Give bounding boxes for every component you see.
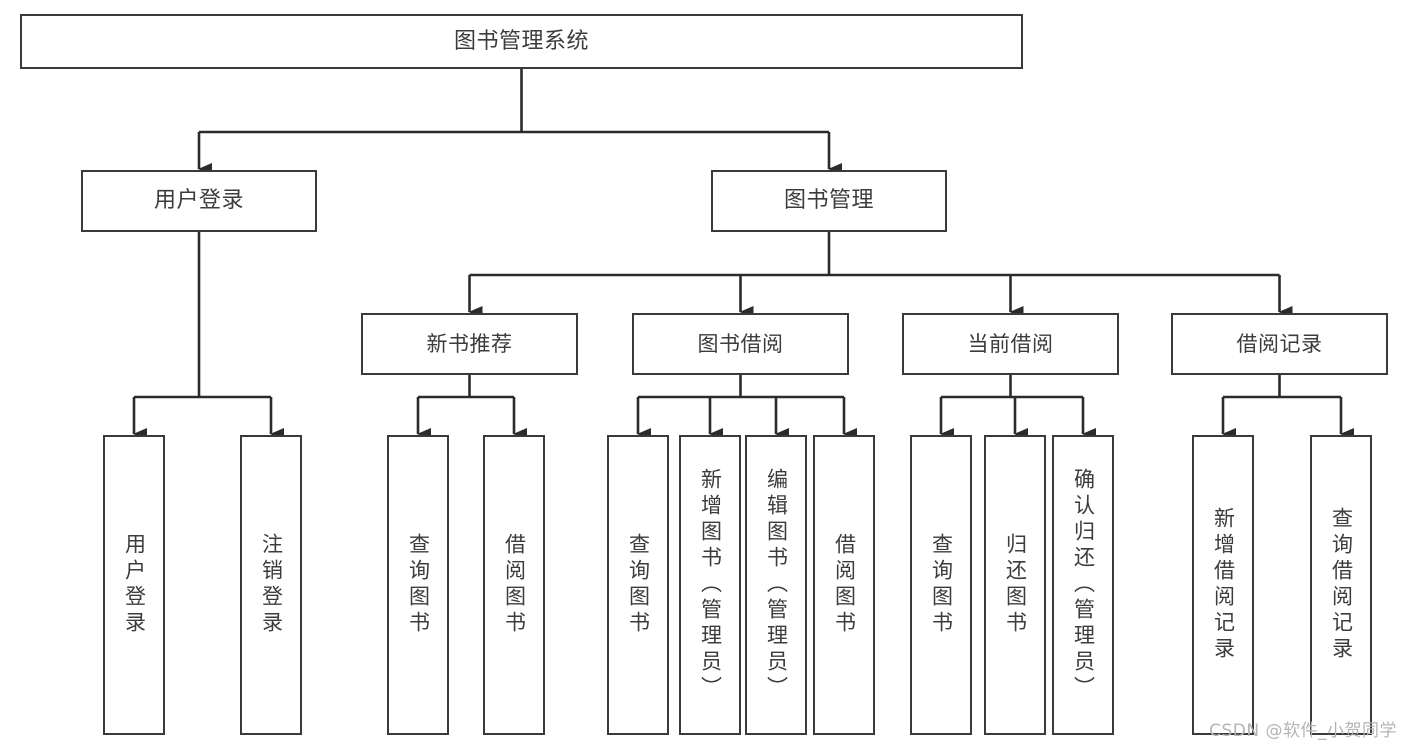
- node-borrow-record[interactable]: 借阅记录: [1171, 313, 1388, 375]
- node-leaf-edit-book[interactable]: 编辑图书（管理员）: [745, 435, 807, 735]
- node-label: 新增借阅记录: [1211, 507, 1236, 663]
- node-leaf-confirm-return[interactable]: 确认归还（管理员）: [1052, 435, 1114, 735]
- node-leaf-return-book[interactable]: 归还图书: [984, 435, 1046, 735]
- node-label: 查询借阅记录: [1329, 507, 1354, 663]
- node-label: 归还图书: [1003, 533, 1028, 637]
- node-label: 图书管理: [783, 188, 874, 214]
- node-root[interactable]: 图书管理系统: [20, 14, 1023, 69]
- node-book-manage[interactable]: 图书管理: [711, 170, 947, 232]
- node-label: 查询图书: [929, 533, 954, 637]
- node-label: 编辑图书（管理员）: [764, 468, 789, 702]
- node-leaf-query-book[interactable]: 查询图书: [607, 435, 669, 735]
- node-leaf-add-record[interactable]: 新增借阅记录: [1192, 435, 1254, 735]
- node-current-borrow[interactable]: 当前借阅: [902, 313, 1119, 375]
- node-leaf-query-book-rec[interactable]: 查询图书: [387, 435, 449, 735]
- node-label: 注销登录: [259, 533, 284, 637]
- node-label: 图书借阅: [697, 331, 784, 356]
- node-label: 查询图书: [406, 533, 431, 637]
- node-label: 确认归还（管理员）: [1071, 468, 1096, 702]
- node-label: 查询图书: [626, 533, 651, 637]
- node-label: 用户登录: [122, 533, 147, 637]
- node-book-borrow[interactable]: 图书借阅: [632, 313, 849, 375]
- node-label: 借阅记录: [1236, 331, 1323, 356]
- node-label: 新书推荐: [426, 331, 513, 356]
- node-leaf-query-book-cur[interactable]: 查询图书: [910, 435, 972, 735]
- watermark: CSDN @软件_小贺同学: [1209, 721, 1397, 741]
- node-leaf-borrow-book-rec[interactable]: 借阅图书: [483, 435, 545, 735]
- node-leaf-add-book[interactable]: 新增图书（管理员）: [679, 435, 741, 735]
- node-new-book-rec[interactable]: 新书推荐: [361, 313, 578, 375]
- node-leaf-borrow-book[interactable]: 借阅图书: [813, 435, 875, 735]
- node-label: 用户登录: [153, 188, 244, 214]
- node-user-login[interactable]: 用户登录: [81, 170, 317, 232]
- node-label: 借阅图书: [832, 533, 857, 637]
- node-label: 图书管理系统: [453, 28, 589, 54]
- node-leaf-user-login[interactable]: 用户登录: [103, 435, 165, 735]
- node-label: 新增图书（管理员）: [698, 468, 723, 702]
- node-leaf-query-record[interactable]: 查询借阅记录: [1310, 435, 1372, 735]
- node-leaf-user-logout[interactable]: 注销登录: [240, 435, 302, 735]
- node-label: 当前借阅: [967, 331, 1054, 356]
- node-label: 借阅图书: [502, 533, 527, 637]
- edges: [132, 69, 1354, 440]
